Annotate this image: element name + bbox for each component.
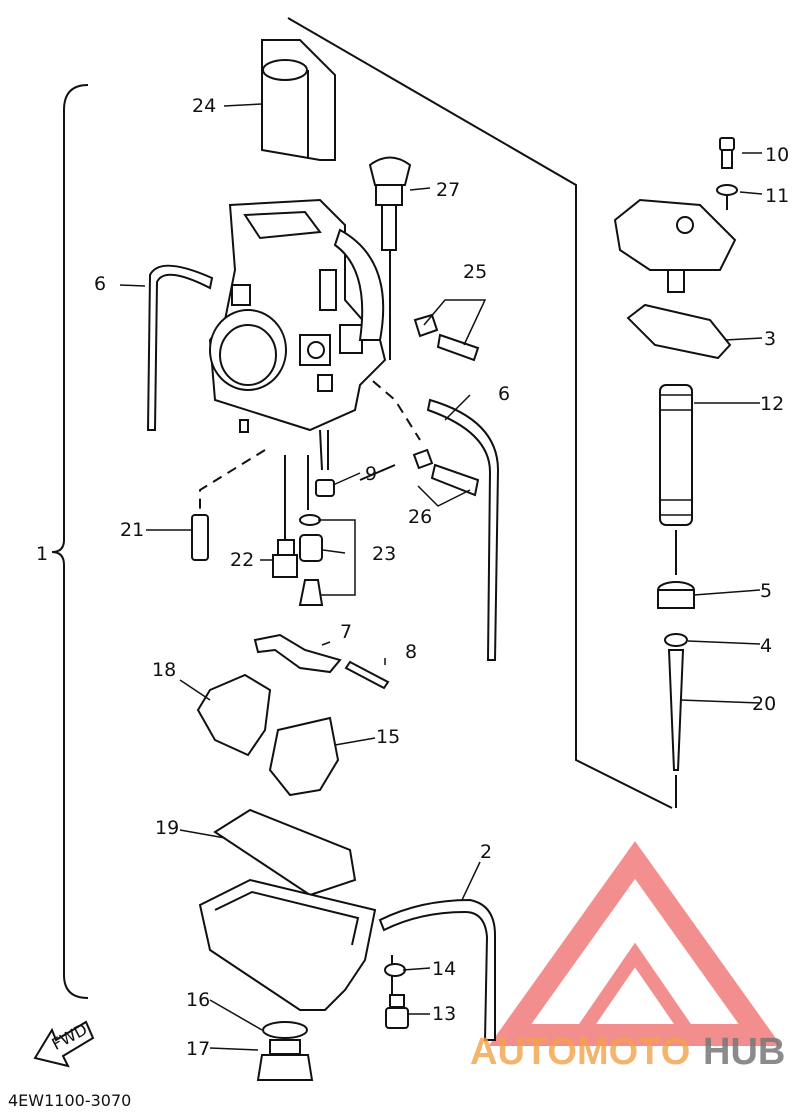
callout-8: 8 <box>405 641 417 663</box>
part-23-set <box>298 514 324 606</box>
part-6-hose-left <box>146 264 214 431</box>
watermark-text-automoto: AUTOMOTO <box>470 1031 690 1073</box>
callout-10: 10 <box>765 144 789 166</box>
callout-19: 19 <box>155 817 179 839</box>
carburetor-body <box>208 198 387 471</box>
part-5-holder <box>657 581 695 609</box>
part-17-drain-plug <box>256 1039 314 1081</box>
part-7-clip <box>253 633 342 674</box>
callout-18: 18 <box>152 659 176 681</box>
part-15-float <box>268 716 340 797</box>
part-24-cover <box>261 39 336 161</box>
part-12-spring <box>659 384 693 526</box>
callout-7: 7 <box>340 621 352 643</box>
callout-2: 2 <box>480 841 492 863</box>
callout-11: 11 <box>765 185 789 207</box>
part-19-gasket <box>213 808 357 897</box>
part-10-bolt <box>719 137 735 169</box>
part-4-clip <box>664 633 688 647</box>
part-27-plunger <box>368 156 412 251</box>
assembly-line-top <box>287 17 673 809</box>
callout-14: 14 <box>432 958 456 980</box>
part-25-screw <box>413 313 480 362</box>
part-6-hose-right <box>426 398 500 661</box>
callout-25: 25 <box>463 261 487 283</box>
callout-6a: 6 <box>94 273 106 295</box>
part-13-screw <box>385 994 409 1029</box>
part-2-hose <box>378 898 496 1041</box>
part-16-o-ring <box>262 1021 308 1039</box>
part-14-washer <box>384 963 406 977</box>
part-20-jet-needle <box>667 649 685 771</box>
assembly-bracket <box>51 84 89 999</box>
callout-12: 12 <box>760 393 784 415</box>
callout-17: 17 <box>186 1038 210 1060</box>
callout-4: 4 <box>760 635 772 657</box>
part-9-washer <box>315 479 335 497</box>
fwd-arrow-icon: FWD <box>33 1020 95 1068</box>
part-26-screw <box>412 448 480 497</box>
part-22-main-jet <box>272 539 298 578</box>
callout-22: 22 <box>230 549 254 571</box>
mixing-chamber-top <box>613 198 737 293</box>
watermark-text-hub: HUB <box>703 1031 785 1073</box>
callout-24: 24 <box>192 95 216 117</box>
callout-20: 20 <box>752 693 776 715</box>
callout-27: 27 <box>436 179 460 201</box>
callout-3: 3 <box>764 328 776 350</box>
callout-labels: 1 2 3 4 5 6 6 7 8 9 10 11 12 13 14 15 16… <box>36 95 789 1060</box>
callout-5: 5 <box>760 580 772 602</box>
callout-26: 26 <box>408 506 432 528</box>
part-21-pilot-jet <box>191 514 209 561</box>
part-18-float <box>196 673 272 757</box>
part-8-pin <box>344 660 390 690</box>
assembly-line-dashed <box>199 449 266 520</box>
part-11-washer <box>716 184 738 196</box>
callout-15: 15 <box>376 726 400 748</box>
callout-21: 21 <box>120 519 144 541</box>
automotohub-logo-icon <box>488 841 782 1046</box>
callout-16: 16 <box>186 989 210 1011</box>
float-bowl <box>198 878 377 1011</box>
callout-13: 13 <box>432 1003 456 1025</box>
callout-9: 9 <box>365 463 377 485</box>
callout-23: 23 <box>372 543 396 565</box>
callout-6b: 6 <box>498 383 510 405</box>
part-3-gasket <box>626 303 732 360</box>
diagram-code: 4EW1100-3070 <box>8 1091 131 1110</box>
callout-1: 1 <box>36 543 48 565</box>
leader-lines <box>119 103 763 1051</box>
